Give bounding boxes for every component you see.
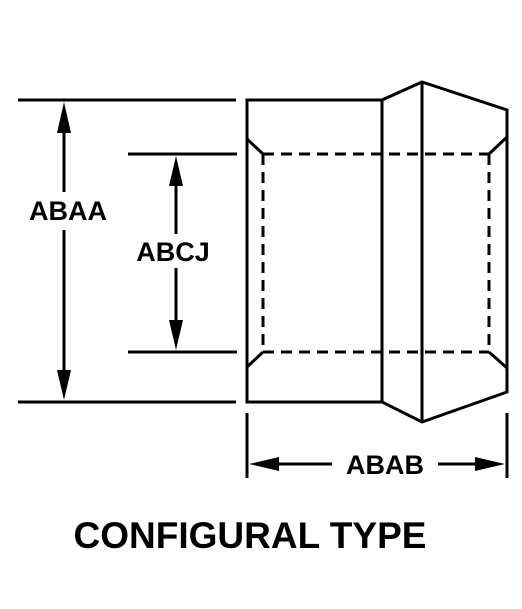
part-outline (245, 80, 509, 424)
thread-chamfers (245, 135, 509, 370)
thread-dim-arrow-down (169, 320, 183, 350)
configuration-caption: CONFIGURAL TYPE (74, 515, 427, 556)
chamfer-left-top (245, 137, 265, 156)
thread-diameter-label: ABCJ (136, 237, 210, 267)
chamfer-right-bottom (488, 350, 508, 370)
chamfer-left-bottom (245, 350, 265, 369)
extension-lines (18, 98, 509, 478)
thread-dim-arrow-up (169, 156, 183, 186)
outer-dim-arrow-up (57, 102, 71, 133)
outer-diameter-dimension: ABAA (18, 102, 118, 400)
body-outline (245, 98, 382, 404)
hidden-thread-lines (261, 152, 491, 354)
thread-dim-label-mask (126, 236, 222, 268)
length-dimension: ABAB (249, 450, 505, 480)
thread-diameter-dimension: ABCJ (126, 156, 222, 350)
chamfer-right-top (487, 135, 509, 156)
length-label: ABAB (346, 450, 424, 480)
outer-diameter-label: ABAA (29, 196, 107, 226)
length-dim-arrow-left (249, 457, 279, 471)
outer-dim-arrow-down (57, 370, 71, 400)
outer-dim-label-mask (18, 194, 118, 228)
length-dim-arrow-right (475, 457, 505, 471)
